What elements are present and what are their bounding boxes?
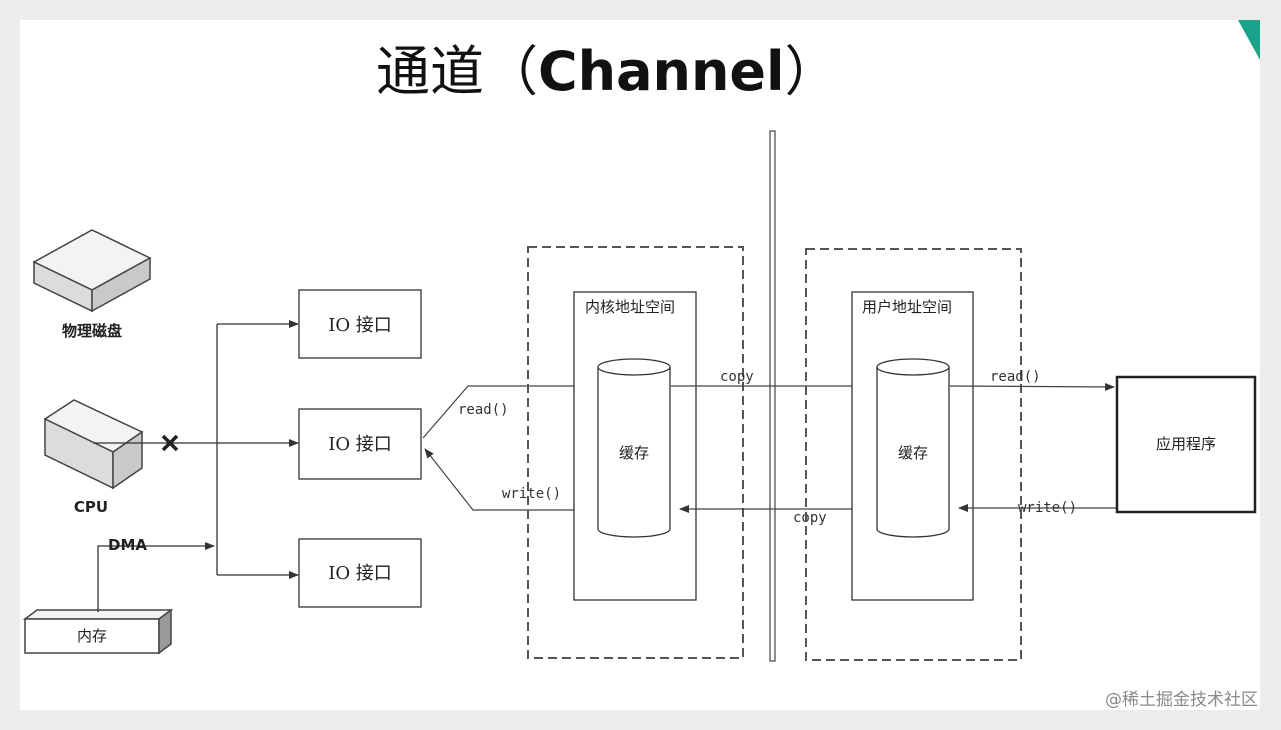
- dma-connector: [97, 542, 215, 612]
- kernel-cache-label: 缓存: [619, 444, 649, 462]
- cpu-label: CPU: [74, 498, 108, 516]
- user-region: [805, 248, 1022, 661]
- watermark: @稀土掘金技术社区: [1105, 690, 1258, 710]
- blocked-x-icon: [161, 434, 179, 452]
- memory-icon: [22, 608, 174, 655]
- space-divider: [769, 130, 776, 662]
- corner-decoration: [1238, 20, 1260, 60]
- kernel-space-label: 内核地址空间: [585, 298, 675, 316]
- dma-label: DMA: [108, 536, 147, 554]
- io-interface-bottom: [298, 538, 422, 608]
- disk-label: 物理磁盘: [62, 322, 122, 340]
- user-cache-label: 缓存: [898, 444, 928, 462]
- io-interface-top-label: IO 接口: [328, 315, 392, 336]
- io-interface-middle-label: IO 接口: [328, 434, 392, 455]
- io-interface-middle: [298, 408, 422, 480]
- application-label: 应用程序: [1156, 435, 1216, 453]
- read-io-connector: [422, 382, 591, 439]
- user-cache-cylinder: [876, 358, 950, 538]
- kernel-region: [527, 246, 744, 659]
- write-io-label: write(): [502, 486, 561, 502]
- application-box: [1115, 375, 1257, 514]
- kernel-cache-cylinder: [597, 358, 671, 538]
- user-space-label: 用户地址空间: [862, 298, 952, 316]
- copy-bottom-label: copy: [793, 510, 827, 526]
- copy-top-label: copy: [720, 369, 754, 385]
- read-app-label: read(): [990, 369, 1041, 385]
- io-interface-top: [298, 289, 422, 359]
- disk-icon: [32, 229, 152, 313]
- memory-label: 内存: [77, 627, 107, 645]
- io-interface-bottom-label: IO 接口: [328, 563, 392, 584]
- read-io-label: read(): [458, 402, 509, 418]
- cpu-icon: [43, 399, 144, 490]
- page-title: 通道（Channel）: [376, 40, 839, 103]
- write-app-label: write(): [1018, 500, 1077, 516]
- read-app-connector: [949, 382, 1115, 391]
- write-io-connector: [424, 448, 598, 511]
